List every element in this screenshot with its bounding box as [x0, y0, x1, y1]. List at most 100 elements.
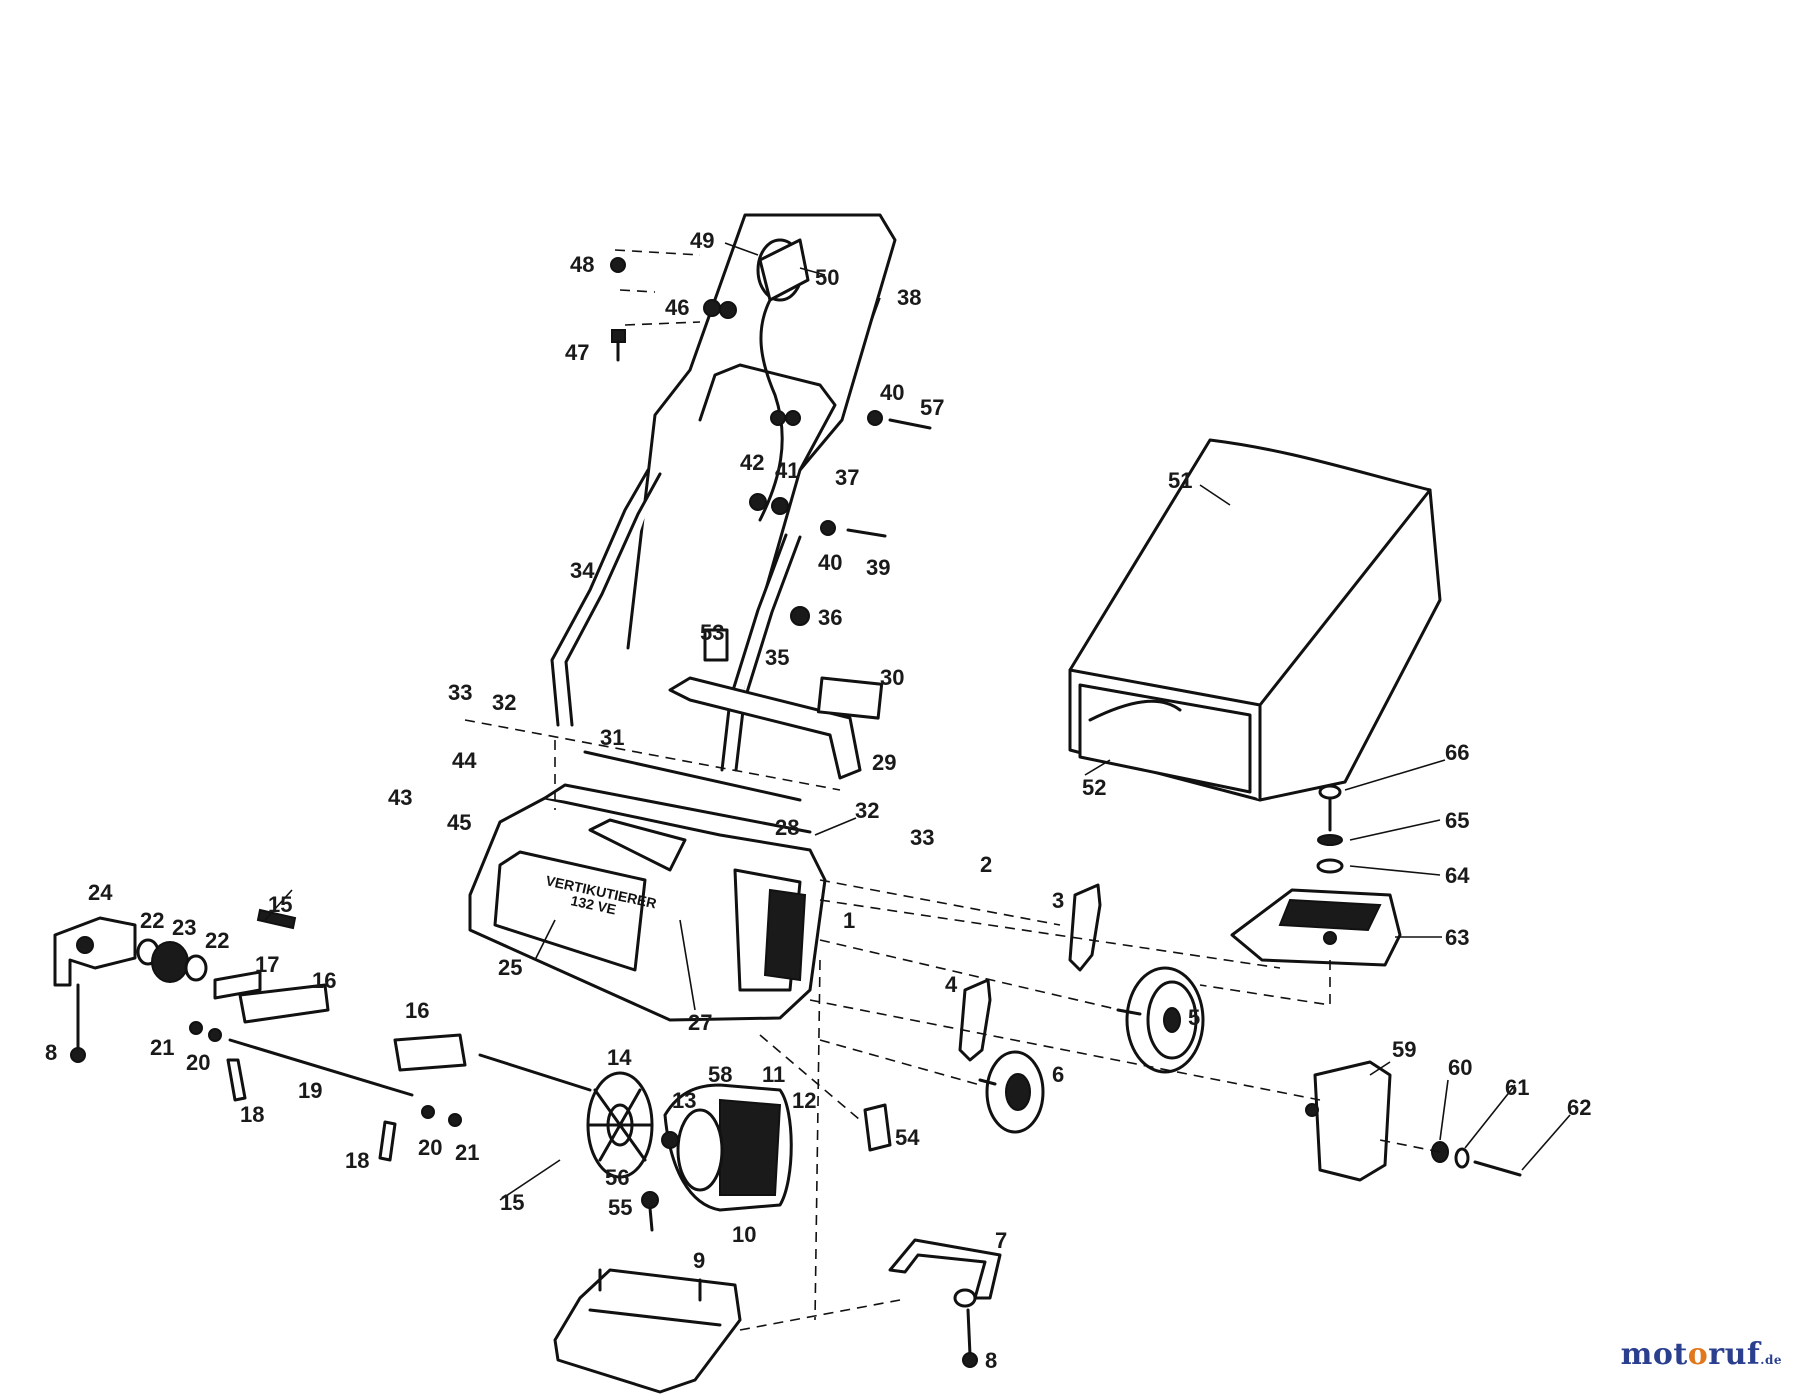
callout: 21: [455, 1140, 479, 1165]
callout: 36: [818, 605, 842, 630]
callout: 42: [740, 450, 764, 475]
callout: 25: [498, 955, 522, 980]
carry-handle: [888, 1238, 1002, 1368]
callout: 50: [815, 265, 839, 290]
handle-screws: [610, 257, 932, 626]
callout: 66: [1445, 740, 1469, 765]
chute-hardware: [1431, 1141, 1522, 1177]
callout: 63: [1445, 925, 1469, 950]
deck-housing: [468, 783, 827, 1022]
callout: 3: [1052, 888, 1064, 913]
callouts: 49 50 48 38 46 47 40 57 42 41 37 51 40 3…: [45, 228, 1591, 1373]
rear-axle-parts: [393, 1033, 592, 1092]
callout: 33: [910, 825, 934, 850]
tine-roller: [586, 1071, 654, 1179]
rear-wheel: [1116, 966, 1205, 1074]
callout: 40: [818, 550, 842, 575]
callout: 10: [732, 1222, 756, 1247]
axle-shaft: [228, 1038, 414, 1097]
callout: 55: [608, 1195, 632, 1220]
callout: 19: [298, 1078, 322, 1103]
callout: 20: [418, 1135, 442, 1160]
logo-part-3: ruf: [1708, 1337, 1761, 1372]
callout: 28: [775, 815, 799, 840]
lower-handle-left: [550, 468, 662, 727]
callout: 56: [605, 1165, 629, 1190]
callout: 13: [672, 1088, 696, 1113]
callout: 47: [565, 340, 589, 365]
callout: 37: [835, 465, 859, 490]
assembly-lines: [464, 249, 1441, 1331]
callout: 32: [855, 798, 879, 823]
callout: 22: [205, 928, 229, 953]
callout: 51: [1168, 468, 1192, 493]
callout: 21: [150, 1035, 174, 1060]
callout: 18: [240, 1102, 264, 1127]
callout: 9: [693, 1248, 705, 1273]
callout: 29: [872, 750, 896, 775]
callout: 6: [1052, 1062, 1064, 1087]
callout: 45: [447, 810, 471, 835]
callout: 14: [607, 1045, 632, 1070]
callout: 4: [945, 972, 958, 997]
callout: 5: [1188, 1005, 1200, 1030]
discharge-chute: [1305, 1060, 1392, 1182]
callout: 32: [492, 690, 516, 715]
callout: 48: [570, 252, 594, 277]
callout: 1: [843, 908, 855, 933]
axle-pins: [189, 1021, 462, 1162]
cable: [758, 298, 784, 522]
callout: 54: [895, 1125, 920, 1150]
callout: 39: [866, 555, 890, 580]
logo-part-1: mot: [1620, 1337, 1688, 1372]
callout: 34: [570, 558, 595, 583]
callout: 57: [920, 395, 944, 420]
motoruf-logo[interactable]: motoruf.de: [1621, 1337, 1782, 1372]
callout: 35: [765, 645, 789, 670]
callout: 16: [312, 968, 336, 993]
flap-hardware: [1316, 784, 1344, 874]
callout: 12: [792, 1088, 816, 1113]
logo-part-2: o: [1687, 1337, 1709, 1372]
callout: 27: [688, 1010, 712, 1035]
callout: 15: [268, 892, 292, 917]
motor: [661, 1083, 793, 1212]
callout: 44: [452, 748, 477, 773]
logo-tld: .de: [1760, 1353, 1782, 1367]
callout: 16: [405, 998, 429, 1023]
callout: 22: [140, 908, 164, 933]
callout: 11: [762, 1062, 785, 1087]
callout: 52: [1082, 775, 1106, 800]
callout: 24: [88, 880, 113, 905]
rear-flap: [1230, 888, 1402, 967]
callout: 7: [995, 1228, 1007, 1253]
callout: 58: [708, 1062, 732, 1087]
callout: 40: [880, 380, 904, 405]
rear-bracket: [583, 628, 884, 802]
misc-parts: [70, 908, 892, 1232]
callout: 64: [1445, 863, 1470, 888]
axle-bearings: [136, 938, 330, 1024]
switch-box: [756, 238, 810, 302]
callout: 59: [1392, 1037, 1416, 1062]
callout: 65: [1445, 808, 1469, 833]
callout: 2: [980, 852, 992, 877]
callout: 62: [1567, 1095, 1591, 1120]
callout: 18: [345, 1148, 369, 1173]
bottom-plate: [553, 1268, 742, 1394]
callout: 53: [700, 620, 724, 645]
callout: 61: [1505, 1075, 1529, 1100]
callout: 60: [1448, 1055, 1472, 1080]
callout: 20: [186, 1050, 210, 1075]
leader-lines: [264, 242, 1571, 1201]
front-wheel: [978, 1050, 1045, 1134]
callout: 8: [45, 1040, 57, 1065]
callout: 43: [388, 785, 412, 810]
callout: 31: [600, 725, 624, 750]
callout: 49: [690, 228, 714, 253]
callout: 23: [172, 915, 196, 940]
front-cover: [53, 916, 137, 987]
callout: 17: [255, 952, 279, 977]
callout: 8: [985, 1348, 997, 1373]
callout: 41: [775, 458, 799, 483]
